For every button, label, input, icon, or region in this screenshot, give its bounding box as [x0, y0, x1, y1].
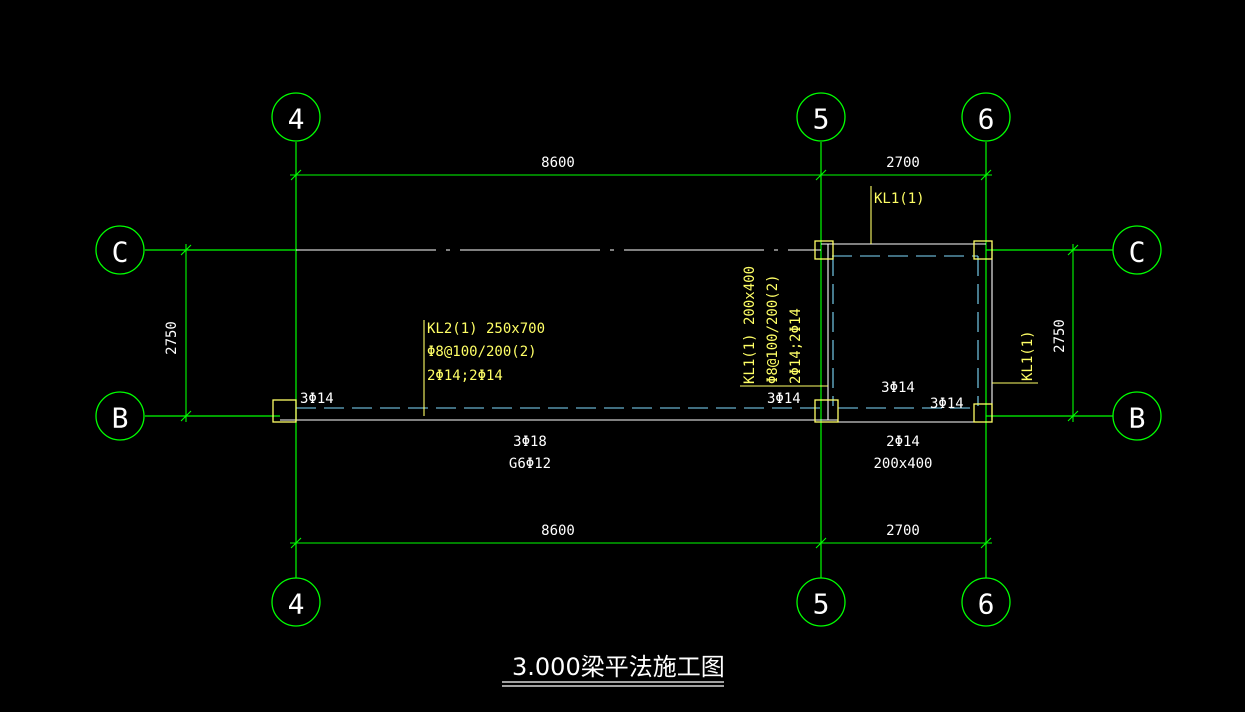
axis-label-5-top: 5 — [813, 103, 830, 136]
beam-c-outline — [296, 243, 986, 257]
support-6-label: 3Φ14 — [930, 396, 964, 412]
column-4b — [272, 399, 297, 423]
column-6b — [973, 403, 993, 423]
column-6c — [973, 240, 993, 260]
right-bottom-line-2: 200x400 — [873, 456, 932, 472]
dimension-right-text: 2750 — [1052, 319, 1068, 353]
column-5c — [814, 240, 834, 260]
kl2-label-line-1: KL2(1) 250x700 — [427, 321, 545, 337]
kl1-vertical-line-1: KL1(1) 200x400 — [742, 266, 758, 384]
axis-label-c-left: C — [112, 236, 129, 269]
axis-label-5-bottom: 5 — [813, 588, 830, 621]
dimension-left: 2750 — [164, 244, 192, 422]
beam-kl2 — [280, 407, 838, 421]
kl1-vertical-line-2: Φ8@100/200(2) — [765, 274, 781, 384]
axis-label-4-bottom: 4 — [288, 588, 305, 621]
axis-bubble-b-right: B — [1112, 391, 1162, 441]
kl2-bottom-line-1: 3Φ18 — [513, 434, 547, 450]
right-bottom-line-1: 2Φ14 — [886, 434, 920, 450]
dimension-right: 2750 — [1052, 244, 1079, 422]
dimension-top-right-text: 2700 — [886, 155, 920, 171]
axis-label-b-right: B — [1129, 402, 1146, 435]
kl2-label-line-2: Φ8@100/200(2) — [427, 344, 537, 360]
kl1-vertical-line-3: 2Φ14;2Φ14 — [788, 308, 804, 384]
dimension-bottom-right-text: 2700 — [886, 523, 920, 539]
axis-label-4-top: 4 — [288, 103, 305, 136]
axis-bubble-c-right: C — [1112, 225, 1162, 275]
dimension-top: 8600 2700 — [290, 155, 992, 181]
beam-kl1-box — [821, 244, 993, 423]
dimension-bottom-left-text: 8600 — [541, 523, 575, 539]
kl2-bottom-line-2: G6Φ12 — [509, 456, 551, 472]
axis-bubble-5-top: 5 — [796, 92, 846, 142]
drawing-title: 3.000梁平法施工图 — [502, 653, 725, 687]
axis-label-c-right: C — [1129, 236, 1146, 269]
dimension-bottom: 8600 2700 — [290, 523, 992, 549]
axis-bubble-4-bottom: 4 — [271, 577, 321, 627]
axis-bubble-4-top: 4 — [271, 92, 321, 142]
drawing-title-text: 3.000梁平法施工图 — [512, 653, 725, 681]
dimension-left-text: 2750 — [164, 321, 180, 355]
axis-label-6-top: 6 — [978, 103, 995, 136]
dimension-top-left-text: 8600 — [541, 155, 575, 171]
kl1-top-label: KL1(1) — [874, 191, 925, 207]
axis-bubble-6-top: 6 — [961, 92, 1011, 142]
kl1-right-label: KL1(1) — [1020, 330, 1036, 381]
axis-bubble-6-bottom: 6 — [961, 577, 1011, 627]
axis-bubble-c-left: C — [95, 225, 145, 275]
mid-right-label: 3Φ14 — [881, 380, 915, 396]
column-5b — [814, 399, 839, 423]
support-5-label: 3Φ14 — [767, 391, 801, 407]
kl2-support-left: 3Φ14 — [300, 391, 334, 407]
axis-label-6-bottom: 6 — [978, 588, 995, 621]
axis-bubble-5-bottom: 5 — [796, 577, 846, 627]
axis-bubble-b-left: B — [95, 391, 145, 441]
kl2-label-line-3: 2Φ14;2Φ14 — [427, 368, 503, 384]
axis-label-b-left: B — [112, 402, 129, 435]
